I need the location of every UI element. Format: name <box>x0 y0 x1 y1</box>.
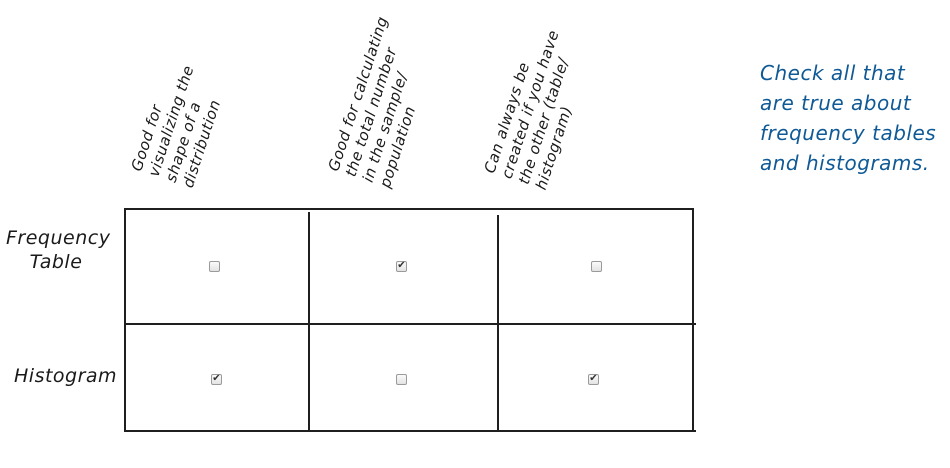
checkmark-icon: ✔ <box>589 373 598 384</box>
instruction-line: frequency tables <box>760 121 937 145</box>
checkbox-frequency-table-visualizing[interactable] <box>209 261 220 272</box>
column-header-calculating-total: Good for calculating the total number in… <box>325 14 443 190</box>
instruction-line: are true about <box>760 91 912 115</box>
checkbox-histogram-can-create[interactable]: ✔ <box>588 374 599 385</box>
row-label-frequency-table: Frequency Table <box>6 226 111 274</box>
checkbox-frequency-table-calculating[interactable]: ✔ <box>396 261 407 272</box>
column-header-visualizing-shape: Good for visualizing the shape of a dist… <box>128 58 232 190</box>
checkbox-histogram-calculating[interactable] <box>396 374 407 385</box>
checkbox-histogram-visualizing[interactable]: ✔ <box>211 374 222 385</box>
grid-line-right <box>692 208 694 432</box>
grid-line-col-2 <box>497 215 499 432</box>
row-label-line: Histogram <box>14 365 118 387</box>
grid-line-bottom <box>124 430 696 432</box>
grid-line-left <box>124 208 126 432</box>
row-label-histogram: Histogram <box>14 364 117 388</box>
row-label-line: Frequency <box>6 227 111 249</box>
instruction-line: Check all that <box>760 61 906 85</box>
checkbox-frequency-table-can-create[interactable] <box>591 261 602 272</box>
grid-line-top <box>124 208 694 210</box>
instruction-line: and histograms. <box>760 151 930 175</box>
instruction-note: Check all that are true about frequency … <box>760 58 936 178</box>
grid-line-middle <box>124 323 696 325</box>
grid-line-col-1 <box>308 212 310 432</box>
column-header-can-be-created: Can always be created if you have the ot… <box>481 22 597 192</box>
checkmark-icon: ✔ <box>397 260 406 271</box>
row-label-line: Table <box>29 251 83 273</box>
checkmark-icon: ✔ <box>212 373 221 384</box>
